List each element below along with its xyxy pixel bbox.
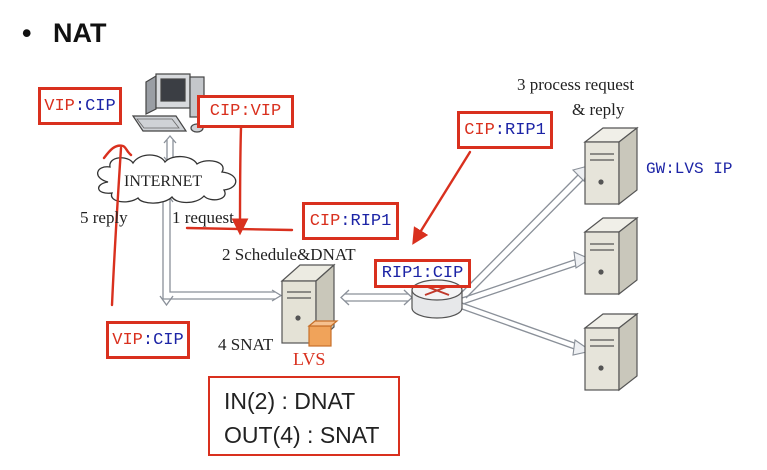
nat-legend-box: IN(2) : DNAT OUT(4) : SNAT <box>208 376 400 456</box>
lvs-server-icon <box>280 263 339 347</box>
title-text: NAT <box>52 18 107 48</box>
link-router-servers <box>461 172 585 352</box>
server-arrowheads <box>571 165 593 356</box>
real-server-3-icon <box>583 312 639 392</box>
real-server-1-icon <box>583 126 639 206</box>
bullet-glyph: • <box>22 18 32 48</box>
legend-snat-line: OUT(4) : SNAT <box>224 422 380 448</box>
step-1-request-label: 1 request <box>172 208 234 227</box>
step-2-schedule-dnat-label: 2 Schedule&DNAT <box>222 245 356 264</box>
ip-box-cip-rip1-right: CIP:RIP1 <box>457 111 553 149</box>
legend-dnat-line: IN(2) : DNAT <box>224 388 356 414</box>
slide-title: • NAT <box>22 18 106 49</box>
gateway-label: GW:LVS IP <box>646 160 733 178</box>
lvs-label: LVS <box>293 349 326 369</box>
ip-box-rip1-cip: RIP1:CIP <box>374 259 471 288</box>
internet-cloud-icon <box>97 154 237 204</box>
real-server-2-icon <box>583 216 639 296</box>
client-computer-icon <box>131 73 205 133</box>
ip-box-vip-cip-top: VIP:CIP <box>38 87 122 125</box>
ip-box-cip-rip1-mid: CIP:RIP1 <box>302 202 399 240</box>
ip-box-vip-cip-bottom: VIP:CIP <box>106 321 190 359</box>
link-lvs-router <box>340 289 413 306</box>
ip-box-cip-vip: CIP:VIP <box>197 95 294 128</box>
internet-label: INTERNET <box>124 173 203 190</box>
step-4-snat-label: 4 SNAT <box>218 335 274 354</box>
red-annotations <box>102 126 472 307</box>
step-5-reply-label: 5 reply <box>80 208 128 227</box>
step-3-reply-label: & reply <box>572 100 625 119</box>
step-3-process-label: 3 process request <box>517 75 635 94</box>
